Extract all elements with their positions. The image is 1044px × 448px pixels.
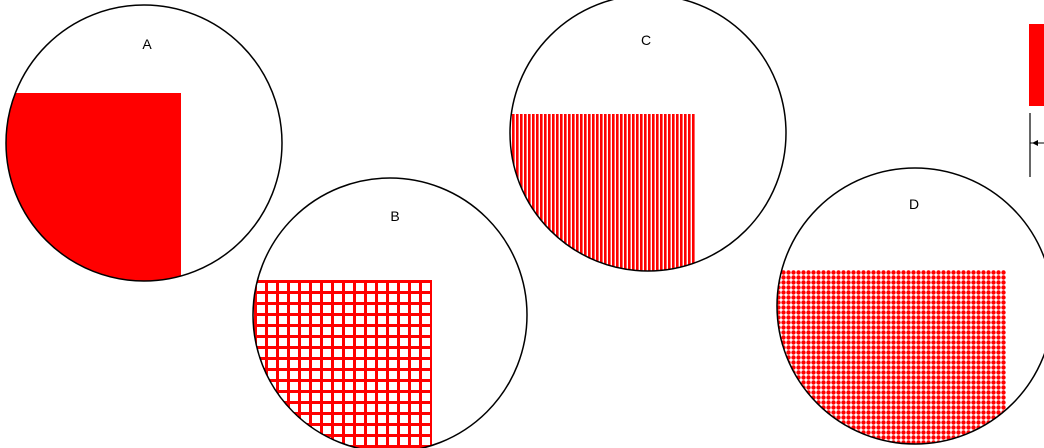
circle-b-grid-fill <box>254 280 432 448</box>
circle-c-outline <box>509 0 787 272</box>
circle-b-outline <box>252 177 528 448</box>
circle-d-outline <box>776 167 1044 445</box>
circle-c: C <box>509 0 787 272</box>
circle-a: A <box>5 4 283 282</box>
circle-d-dot-fill <box>777 270 1006 444</box>
circle-b-label: B <box>390 208 399 224</box>
circle-a-solid-fill <box>6 93 181 281</box>
circle-d-label: D <box>909 196 919 212</box>
circle-c-label: C <box>641 32 651 48</box>
circle-d: D <box>776 167 1044 445</box>
circle-b: B <box>252 177 528 448</box>
circle-a-outline <box>5 4 283 282</box>
circle-c-vertical-lines-fill <box>510 114 695 271</box>
arrow-indicator-icon <box>1029 113 1044 177</box>
color-swatch <box>1029 24 1044 106</box>
circle-a-label: A <box>142 36 152 52</box>
